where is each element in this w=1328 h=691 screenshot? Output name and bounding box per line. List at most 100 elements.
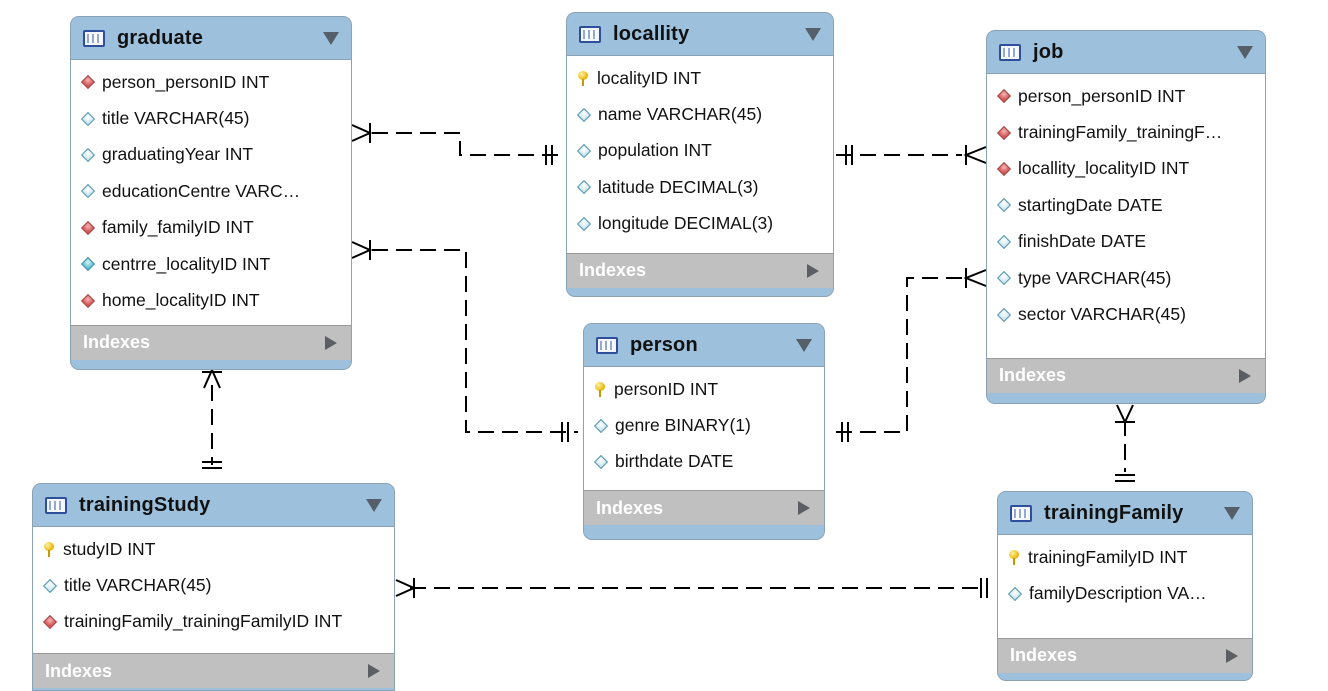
dropdown-arrow-icon[interactable] — [796, 339, 812, 352]
column-row[interactable]: personID INT — [584, 371, 824, 407]
dropdown-arrow-icon[interactable] — [1224, 507, 1240, 520]
table-graduate[interactable]: graduate person_personID INT title VARCH… — [70, 16, 352, 370]
column-icon — [42, 578, 58, 593]
column-label: educationCentre VARC… — [102, 180, 301, 201]
column-row[interactable]: title VARCHAR(45) — [71, 100, 351, 136]
not-null-column-icon — [80, 257, 96, 272]
column-row[interactable]: startingDate DATE — [987, 187, 1265, 223]
expand-arrow-icon[interactable] — [807, 263, 819, 278]
column-row[interactable]: home_localityID INT — [71, 282, 351, 318]
column-label: trainingFamily_trainingF… — [1018, 122, 1223, 143]
table-trainingStudy[interactable]: trainingStudy studyID INT title VARCHAR(… — [32, 483, 395, 691]
one-mark-trainingFamily-top — [1115, 474, 1135, 482]
column-row[interactable]: trainingFamily_trainingF… — [987, 114, 1265, 150]
column-label: type VARCHAR(45) — [1018, 267, 1172, 288]
indexes-bar[interactable]: Indexes — [567, 253, 833, 288]
column-row[interactable]: type VARCHAR(45) — [987, 260, 1265, 296]
column-row[interactable]: trainingFamilyID INT — [998, 539, 1252, 575]
foreign-key-icon — [80, 75, 96, 90]
column-label: locallity_localityID INT — [1018, 158, 1190, 179]
column-row[interactable]: genre BINARY(1) — [584, 407, 824, 443]
table-title: job — [1033, 40, 1064, 63]
foreign-key-icon — [996, 125, 1012, 140]
table-title: person — [630, 333, 698, 356]
column-icon — [996, 198, 1012, 213]
table-title: graduate — [117, 26, 204, 49]
table-header[interactable]: trainingFamily — [998, 492, 1252, 534]
column-label: longitude DECIMAL(3) — [598, 213, 774, 234]
column-icon — [996, 307, 1012, 322]
indexes-label: Indexes — [45, 660, 113, 681]
dropdown-arrow-icon[interactable] — [1237, 46, 1253, 59]
table-icon — [45, 496, 67, 514]
column-icon — [593, 418, 609, 433]
crowfoot-job-person — [963, 268, 987, 288]
expand-arrow-icon[interactable] — [1226, 648, 1238, 663]
table-person[interactable]: person personID INT genre BINARY(1) birt… — [583, 323, 825, 540]
column-label: centrre_localityID INT — [102, 253, 271, 274]
column-label: startingDate DATE — [1018, 194, 1163, 215]
one-mark-trainingFamily-left — [980, 578, 988, 598]
one-mark-person-left — [561, 422, 569, 442]
column-row[interactable]: birthdate DATE — [584, 444, 824, 480]
table-title: trainingFamily — [1044, 501, 1184, 524]
table-job[interactable]: job person_personID INT trainingFamily_t… — [986, 30, 1266, 404]
column-row[interactable]: person_personID INT — [987, 78, 1265, 114]
column-row[interactable]: population INT — [567, 133, 833, 169]
column-icon — [1007, 586, 1023, 601]
table-locallity[interactable]: locallity localityID INT name VARCHAR(45… — [566, 12, 834, 297]
indexes-bar[interactable]: Indexes — [71, 325, 351, 360]
table-header[interactable]: graduate — [71, 17, 351, 59]
column-list: person_personID INT title VARCHAR(45) gr… — [71, 59, 351, 326]
foreign-key-icon — [996, 161, 1012, 177]
column-row[interactable]: person_personID INT — [71, 64, 351, 100]
foreign-key-icon — [996, 89, 1012, 104]
column-label: family_familyID INT — [102, 217, 254, 238]
dropdown-arrow-icon[interactable] — [805, 28, 821, 41]
column-row[interactable]: localityID INT — [567, 60, 833, 96]
column-row[interactable]: locallity_localityID INT — [987, 151, 1265, 187]
indexes-label: Indexes — [596, 497, 664, 518]
column-row[interactable]: studyID INT — [33, 531, 394, 567]
column-row[interactable]: centrre_localityID INT — [71, 246, 351, 282]
expand-arrow-icon[interactable] — [325, 335, 337, 350]
column-label: graduatingYear INT — [102, 144, 254, 165]
indexes-bar[interactable]: Indexes — [987, 358, 1265, 393]
column-label: sector VARCHAR(45) — [1018, 304, 1186, 325]
crowfoot-graduate-locallity — [351, 123, 373, 143]
indexes-bar[interactable]: Indexes — [584, 491, 824, 526]
dropdown-arrow-icon[interactable] — [366, 499, 382, 512]
column-row[interactable]: longitude DECIMAL(3) — [567, 206, 833, 242]
table-trainingFamily[interactable]: trainingFamily trainingFamilyID INT fami… — [997, 491, 1253, 681]
column-row[interactable]: trainingFamily_trainingFamilyID INT — [33, 604, 394, 640]
expand-arrow-icon[interactable] — [368, 664, 380, 679]
crowfoot-job-locallity — [963, 145, 987, 165]
expand-arrow-icon[interactable] — [1239, 368, 1251, 383]
column-row[interactable]: graduatingYear INT — [71, 137, 351, 173]
column-icon — [576, 180, 592, 195]
column-icon — [80, 111, 96, 126]
table-header[interactable]: person — [584, 324, 824, 366]
column-label: familyDescription VA… — [1029, 583, 1207, 604]
table-title: locallity — [613, 22, 690, 45]
column-row[interactable]: name VARCHAR(45) — [567, 96, 833, 132]
column-row[interactable]: sector VARCHAR(45) — [987, 296, 1265, 332]
indexes-bar[interactable]: Indexes — [33, 654, 394, 689]
crowfoot-job-bottom — [1115, 404, 1135, 425]
column-label: studyID INT — [63, 538, 156, 559]
expand-arrow-icon[interactable] — [798, 501, 810, 516]
column-row[interactable]: family_familyID INT — [71, 210, 351, 246]
table-title: trainingStudy — [79, 493, 211, 516]
indexes-bar[interactable]: Indexes — [998, 638, 1252, 673]
column-row[interactable]: educationCentre VARC… — [71, 173, 351, 209]
column-icon — [996, 234, 1012, 249]
primary-key-icon — [577, 70, 589, 86]
column-row[interactable]: familyDescription VA… — [998, 575, 1252, 611]
dropdown-arrow-icon[interactable] — [323, 32, 339, 45]
table-header[interactable]: trainingStudy — [33, 484, 394, 526]
column-row[interactable]: latitude DECIMAL(3) — [567, 169, 833, 205]
column-row[interactable]: title VARCHAR(45) — [33, 567, 394, 603]
column-row[interactable]: finishDate DATE — [987, 224, 1265, 260]
table-header[interactable]: job — [987, 31, 1265, 73]
table-header[interactable]: locallity — [567, 13, 833, 55]
